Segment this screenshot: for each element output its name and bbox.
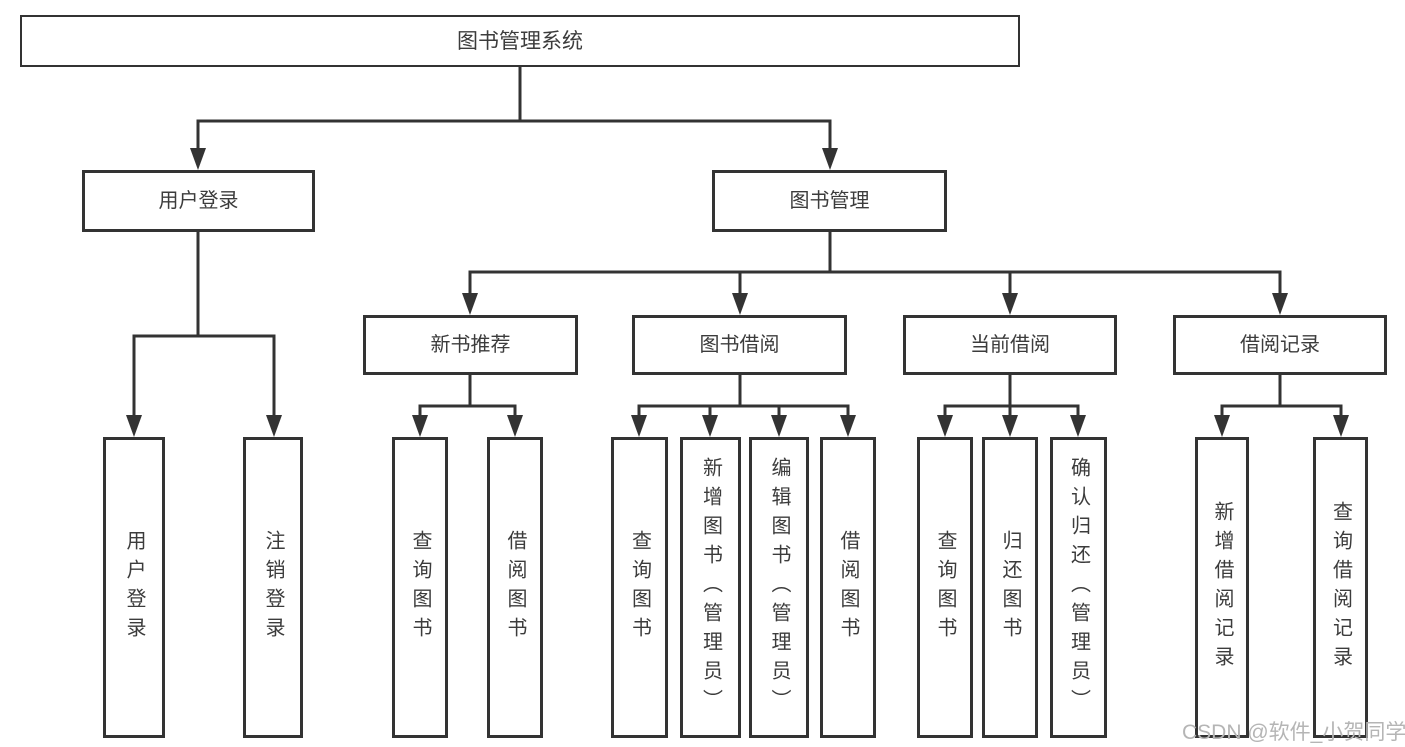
leaf-label: 编辑图书（管理员） — [768, 457, 790, 718]
arrowhead-current-borrow — [1002, 293, 1018, 315]
node-book-borrow: 图书借阅 — [632, 315, 847, 375]
arrowhead-bb-query — [631, 415, 647, 437]
leaf-user-login: 用户登录 — [103, 437, 165, 738]
node-label: 图书管理系统 — [457, 29, 583, 53]
leaf-cb-return-books: 归还图书 — [982, 437, 1038, 738]
node-label: 借阅记录 — [1240, 334, 1320, 356]
arrowhead-nb-borrow — [507, 415, 523, 437]
arrowhead-user-login — [190, 148, 206, 170]
leaf-label: 查询图书 — [934, 529, 956, 646]
leaf-label: 注销登录 — [262, 529, 284, 646]
leaf-bb-edit-books-admin: 编辑图书（管理员） — [749, 437, 809, 738]
node-label: 图书管理 — [789, 190, 870, 212]
arrowhead-br-add — [1214, 415, 1230, 437]
arrowhead-borrow-records — [1272, 293, 1288, 315]
leaf-nb-borrow-books: 借阅图书 — [487, 437, 543, 738]
leaf-logout: 注销登录 — [243, 437, 303, 738]
connector-user-login-to-leaves — [132, 232, 276, 421]
node-user-login: 用户登录 — [82, 170, 315, 232]
arrowhead-cb-return — [1002, 415, 1018, 437]
node-label: 新书推荐 — [430, 334, 511, 356]
watermark: CSDN @软件_小贺同学 — [1182, 721, 1405, 744]
leaf-bb-add-books-admin: 新增图书（管理员） — [680, 437, 741, 738]
leaf-label: 查询图书 — [409, 529, 431, 646]
leaf-bb-borrow-books: 借阅图书 — [820, 437, 876, 738]
node-label: 图书借阅 — [699, 334, 780, 356]
leaf-label: 查询图书 — [628, 529, 651, 646]
arrowhead-book-borrow — [732, 293, 748, 315]
arrowhead-book-management — [822, 148, 838, 170]
leaf-cb-confirm-return-admin: 确认归还（管理员） — [1050, 437, 1107, 738]
connector-book-borrow-to-leaves — [637, 375, 850, 421]
arrowhead-bb-add — [702, 415, 718, 437]
arrowhead-nb-query — [412, 415, 428, 437]
leaf-cb-query-books: 查询图书 — [917, 437, 973, 738]
arrowhead-bb-borrow — [840, 415, 856, 437]
connector-borrow-records-to-leaves — [1220, 375, 1343, 421]
arrowhead-bb-edit — [771, 415, 787, 437]
connector-book-management-to-level3 — [468, 232, 1282, 299]
node-book-management: 图书管理 — [712, 170, 947, 232]
arrowhead-br-query — [1333, 415, 1349, 437]
leaf-bb-query-books: 查询图书 — [611, 437, 668, 738]
node-library-management-system: 图书管理系统 — [20, 15, 1020, 67]
node-current-borrow: 当前借阅 — [903, 315, 1117, 375]
leaf-nb-query-books: 查询图书 — [392, 437, 448, 738]
leaf-br-add-record: 新增借阅记录 — [1195, 437, 1249, 738]
arrowhead-new-book — [462, 293, 478, 315]
arrowhead-user-login-leaf — [126, 415, 142, 437]
leaf-label: 归还图书 — [999, 529, 1021, 646]
node-label: 用户登录 — [158, 190, 239, 212]
connector-current-borrow-to-leaves — [943, 375, 1080, 421]
leaf-br-query-record: 查询借阅记录 — [1313, 437, 1368, 738]
arrowhead-cb-confirm — [1070, 415, 1086, 437]
arrowhead-logout-leaf — [266, 415, 282, 437]
leaf-label: 查询借阅记录 — [1329, 500, 1352, 675]
node-new-book-recommend: 新书推荐 — [363, 315, 578, 375]
node-label: 当前借阅 — [970, 334, 1050, 356]
connector-new-book-to-leaves — [418, 375, 517, 421]
connector-root-to-level2 — [196, 66, 832, 154]
leaf-label: 确认归还（管理员） — [1067, 457, 1090, 718]
arrowhead-cb-query — [937, 415, 953, 437]
leaf-label: 新增图书（管理员） — [699, 457, 722, 718]
node-borrow-records: 借阅记录 — [1173, 315, 1387, 375]
leaf-label: 借阅图书 — [504, 529, 526, 646]
leaf-label: 新增借阅记录 — [1211, 500, 1233, 675]
leaf-label: 借阅图书 — [837, 529, 859, 646]
leaf-label: 用户登录 — [123, 529, 145, 646]
